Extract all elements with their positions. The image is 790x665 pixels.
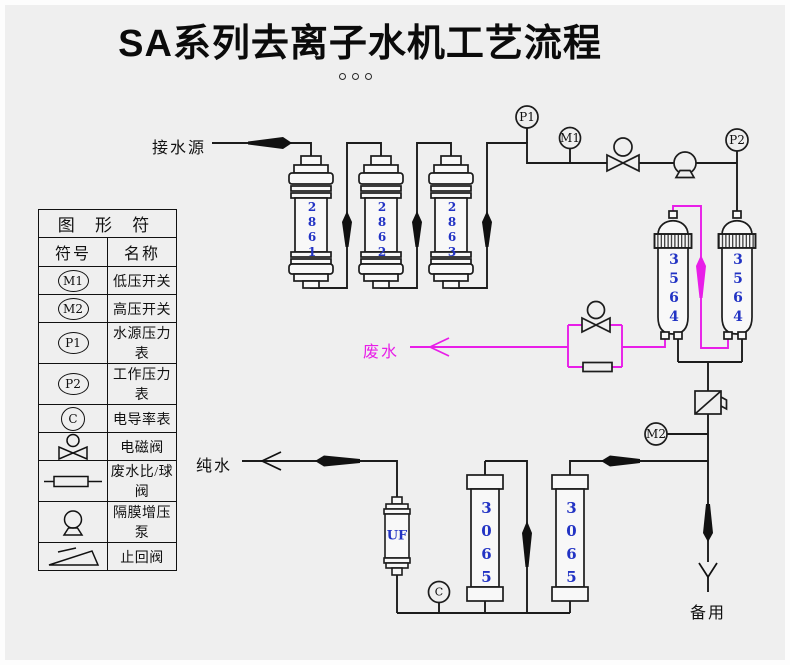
label-waste-water: 废水 xyxy=(363,344,400,361)
gauge-p2 xyxy=(725,128,749,152)
gauge-circle-icon: M2 xyxy=(57,297,89,320)
gauge-circle-icon: P1 xyxy=(57,332,89,354)
gauge-m1 xyxy=(558,126,582,150)
gauge-m1-label: M1 xyxy=(560,131,580,145)
prefilter-1-label: 2861 xyxy=(305,200,319,260)
gauge-p1-label: P1 xyxy=(519,110,535,124)
booster-pump xyxy=(673,151,697,179)
legend-name: 电磁阀 xyxy=(107,432,177,461)
uf-label: UF xyxy=(386,528,408,544)
title-ellipsis xyxy=(339,73,372,80)
gauge-circle-icon: P2 xyxy=(57,373,89,395)
gauge-p1 xyxy=(515,105,539,129)
prefilter-vessels xyxy=(288,155,474,289)
membrane-2 xyxy=(717,210,757,340)
solenoid-valve-waste xyxy=(581,300,611,334)
resin-column-1 xyxy=(466,474,504,602)
membrane-1 xyxy=(653,210,693,340)
gauge-m2 xyxy=(644,422,668,446)
waste-ratio-valve xyxy=(582,361,613,373)
open-arrowheads xyxy=(260,337,718,579)
resin-column-1-label: 3065 xyxy=(477,499,496,591)
legend-name: 低压开关 xyxy=(107,266,177,295)
check-valve-icon xyxy=(48,547,100,566)
legend-name: 水源压力表 xyxy=(107,322,177,364)
solenoid-valve-icon xyxy=(58,433,88,460)
gauge-circle-icon: C xyxy=(61,406,85,431)
label-water-source: 接水源 xyxy=(152,140,207,157)
solenoid-valve-main xyxy=(606,137,640,173)
membrane-2-label: 3564 xyxy=(730,252,746,328)
legend-name: 止回阀 xyxy=(107,542,177,571)
resin-columns xyxy=(466,474,589,602)
legend-table: 图 形 符 符号 名称 M1 低压开关 M2 高压开关 P1 水源压力表 P2 … xyxy=(38,209,177,571)
gauge-c xyxy=(427,580,451,604)
legend-col-name: 名称 xyxy=(107,237,177,267)
label-spare-outlet: 备用 xyxy=(690,605,727,622)
resin-column-2 xyxy=(551,474,589,602)
label-pure-water: 纯水 xyxy=(196,458,233,475)
prefilter-2-label: 2862 xyxy=(375,200,389,260)
gauge-c-label: C xyxy=(434,585,444,599)
gauge-p2-label: P2 xyxy=(729,133,745,147)
legend-col-symbol: 符号 xyxy=(38,237,108,267)
uf-cartridge xyxy=(383,496,411,576)
check-valve-main xyxy=(694,390,728,415)
membrane-1-label: 3564 xyxy=(666,252,682,328)
page-title: SA系列去离子水机工艺流程 xyxy=(118,23,602,65)
membrane-vessels xyxy=(653,210,757,340)
prefilter-1 xyxy=(288,155,334,289)
legend-title: 图 形 符 xyxy=(38,209,177,238)
instrument-circles xyxy=(427,105,749,604)
prefilter-2 xyxy=(358,155,404,289)
inline-symbols xyxy=(581,137,728,415)
gauge-m2-label: M2 xyxy=(646,427,666,441)
diaphragm-pump-icon xyxy=(62,509,84,536)
ratio-ball-valve-icon xyxy=(44,475,102,487)
prefilter-3 xyxy=(428,155,474,289)
flow-arrows xyxy=(248,137,713,567)
legend-name: 高压开关 xyxy=(107,294,177,323)
legend-name: 隔膜增压泵 xyxy=(107,501,177,543)
prefilter-3-label: 2863 xyxy=(445,200,459,260)
gauge-circle-icon: M1 xyxy=(57,269,89,292)
legend-name: 电导率表 xyxy=(107,404,177,433)
resin-column-2-label: 3065 xyxy=(562,499,581,591)
legend-name: 工作压力表 xyxy=(107,363,177,405)
legend-name: 废水比/球阀 xyxy=(107,460,177,502)
